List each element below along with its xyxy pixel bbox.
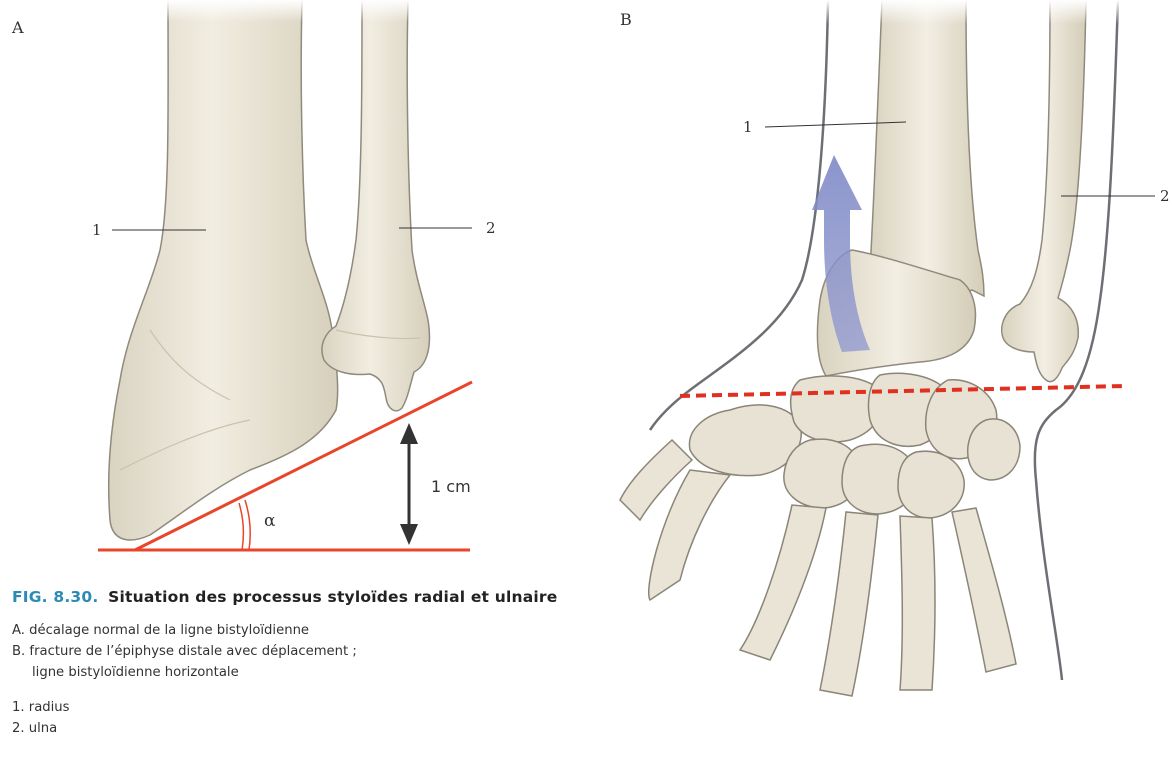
angle-arc-outer — [245, 500, 250, 550]
measurement-label: 1 cm — [431, 477, 471, 496]
caption-item-b: B. fracture de l’épiphyse distale avec d… — [12, 641, 572, 662]
figure-number: FIG. 8.30. — [12, 588, 99, 606]
bone-label-1-b: 1 — [743, 118, 753, 136]
panel-a-letter: A — [12, 18, 24, 37]
panel-b-letter: B — [620, 10, 632, 29]
panel-b-drawing — [580, 0, 1172, 769]
figure-caption: FIG. 8.30. Situation des processus stylo… — [12, 588, 572, 739]
skin-outline-left — [650, 0, 828, 430]
legend-item-1: 1. radius — [12, 697, 572, 718]
panel-a-drawing — [0, 0, 580, 590]
caption-list: A. décalage normal de la ligne bistyloïd… — [12, 620, 572, 739]
angle-label: α — [264, 511, 275, 531]
caption-item-b-continued: ligne bistyloïdienne horizontale — [12, 662, 572, 683]
bone-label-2-a: 2 — [486, 219, 496, 237]
ulna-bone-b — [1002, 0, 1086, 382]
bone-label-1-a: 1 — [92, 221, 102, 239]
legend-item-2: 2. ulna — [12, 718, 572, 739]
bone-label-2-b: 2 — [1160, 187, 1170, 205]
figure-title: Situation des processus styloïdes radial… — [108, 588, 557, 606]
panel-a: A 1 2 1 cm α — [0, 0, 580, 590]
ulna-bone — [322, 0, 430, 411]
angle-arc-inner — [239, 503, 243, 550]
caption-item-a: A. décalage normal de la ligne bistyloïd… — [12, 620, 572, 641]
carpal-bones — [689, 373, 1020, 518]
radius-shaft — [870, 0, 984, 296]
measurement-arrow — [400, 423, 418, 545]
figure-heading: FIG. 8.30. Situation des processus stylo… — [12, 588, 572, 606]
panel-b: B 1 2 — [580, 0, 1172, 769]
